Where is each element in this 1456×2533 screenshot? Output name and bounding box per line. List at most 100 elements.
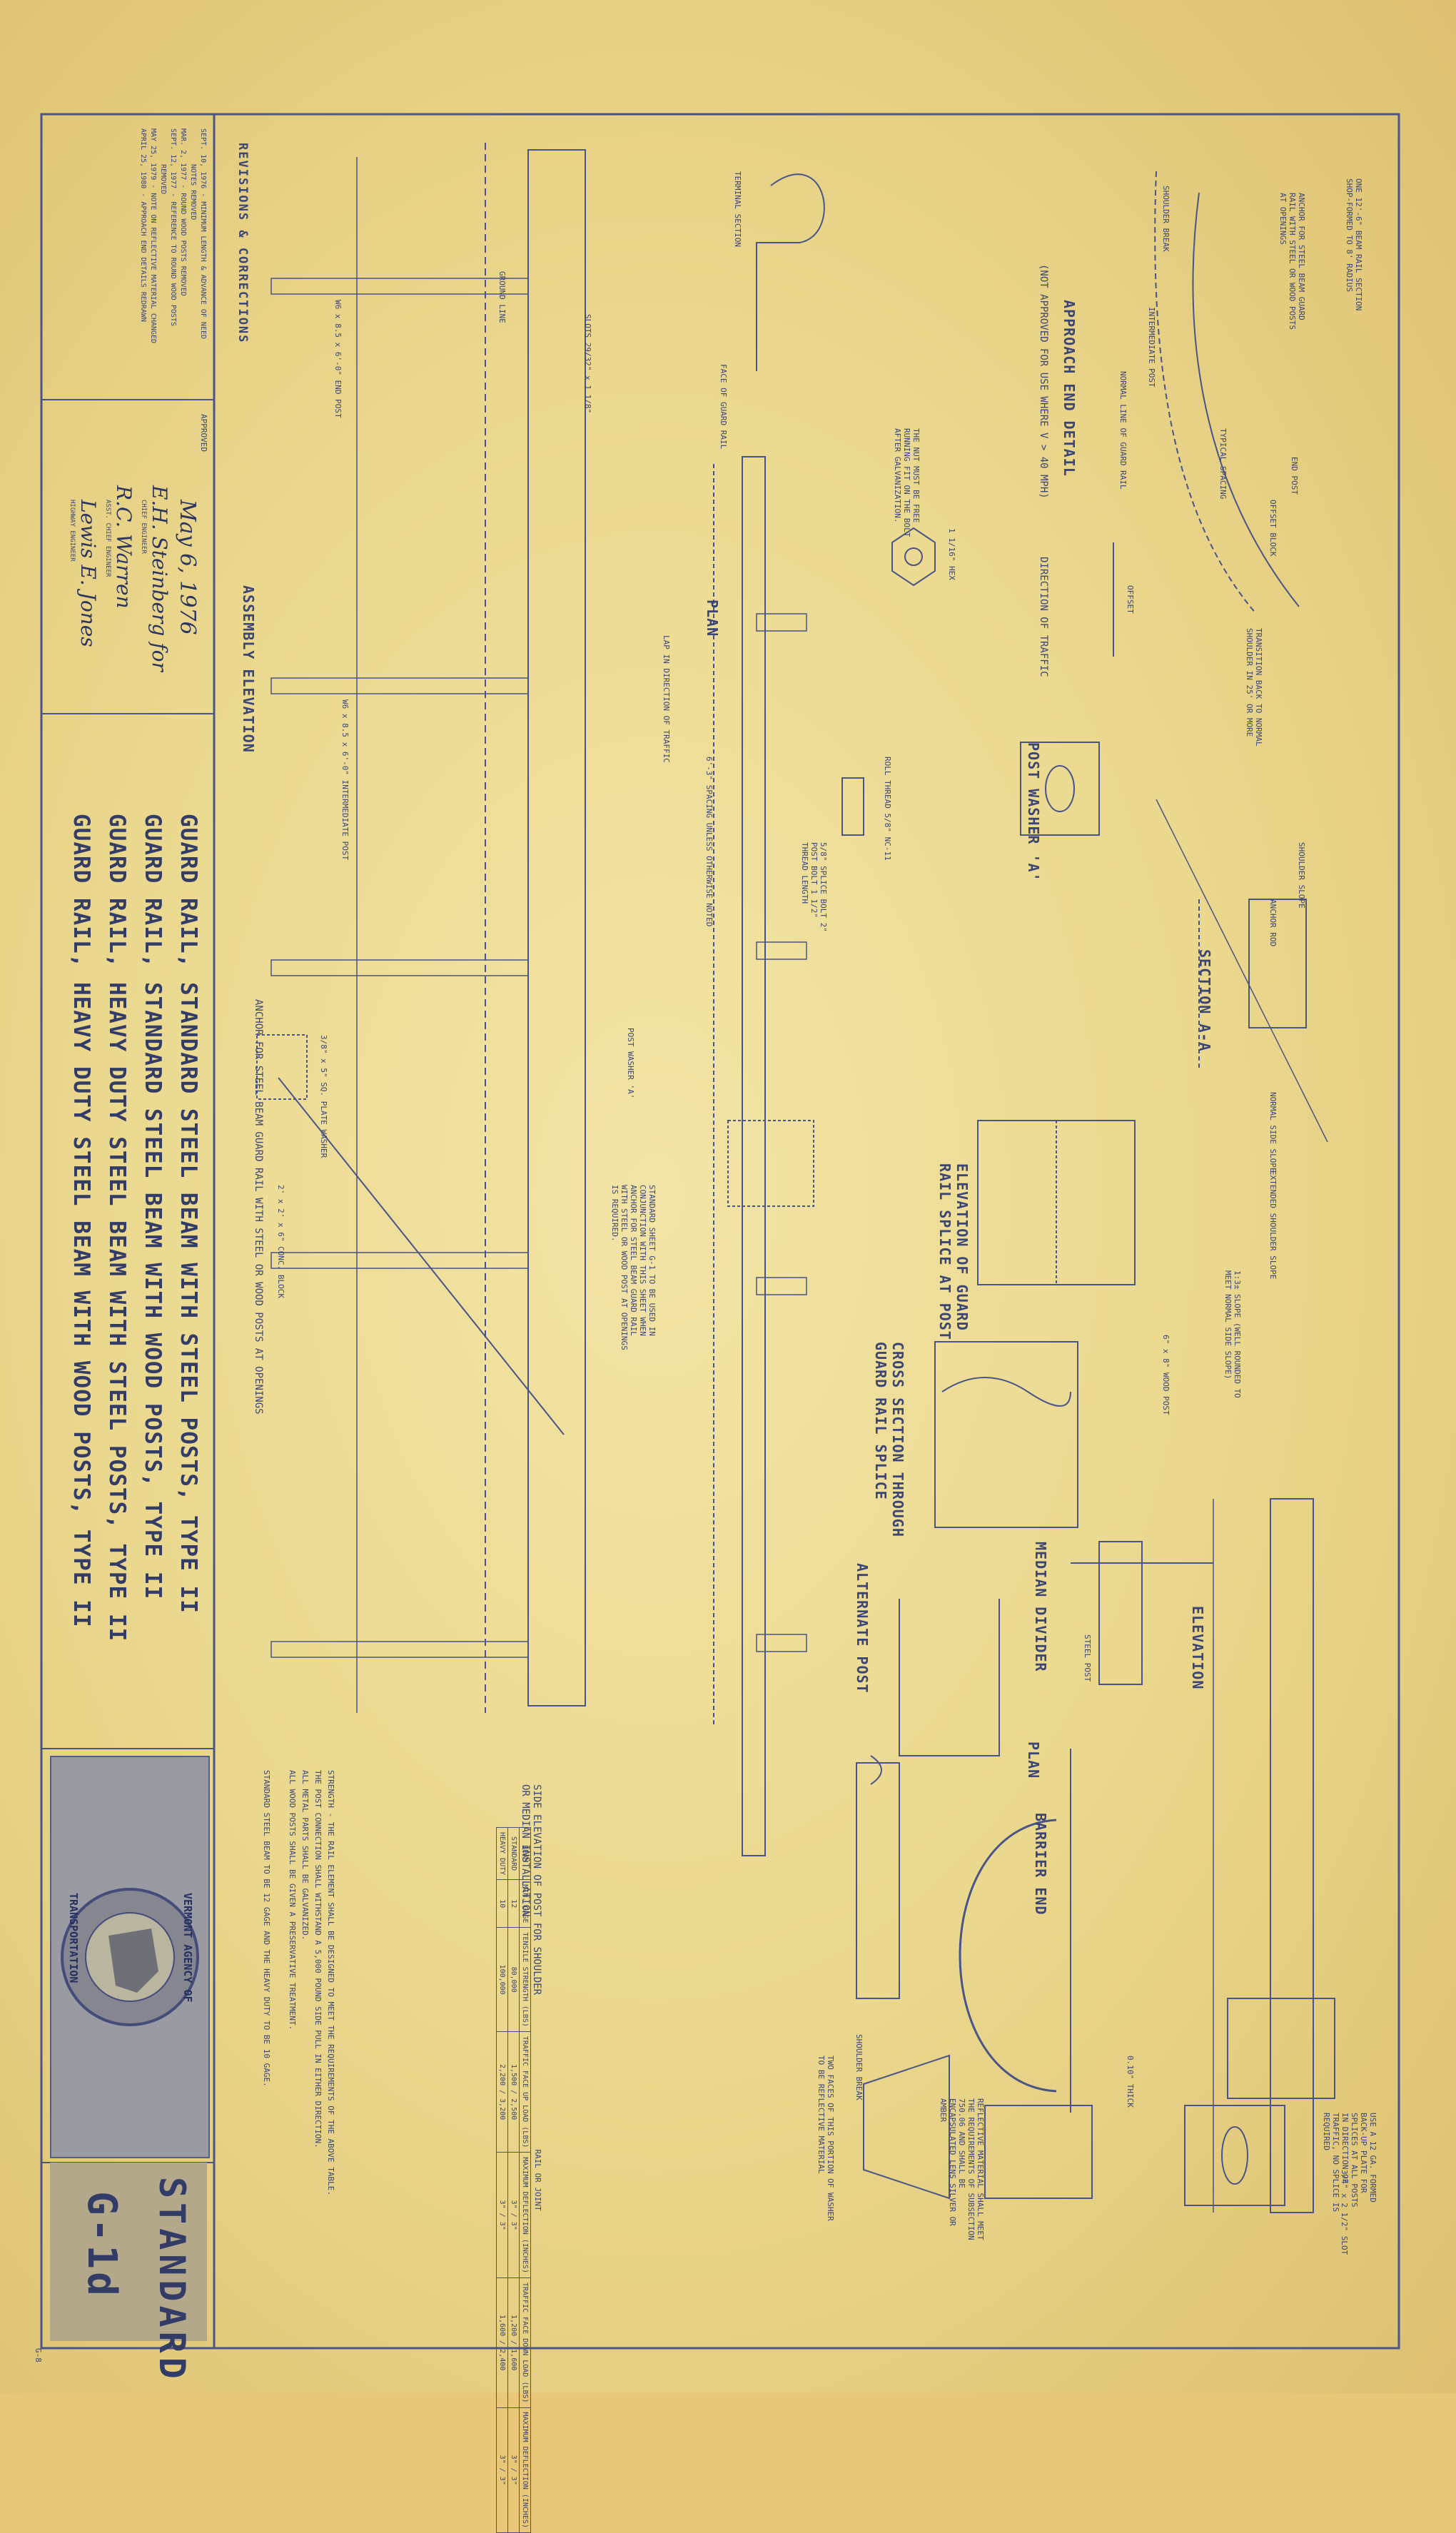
label-spacing: 6'-3" SPACING UNLESS OTHERWISE NOTED [704,757,714,927]
cell: 3" / 3" [496,2152,508,2278]
table-row: STANDARD 12 80,000 1,500 / 2,500 3" / 3"… [507,1827,520,2533]
view-anchor: ANCHOR FOR STEEL BEAM GUARD RAIL WITH ST… [253,999,264,1415]
label-extended-shoulder: EXTENDED SHOULDER SLOPE [1268,1171,1278,1280]
strength-table-grid: BEAM MIN. GAGE TENSILE STRENGTH (LBS) TR… [496,1827,531,2533]
label-roll-thread: ROLL THREAD 5/8" NC-11 [883,757,892,861]
label-face-of-guard-rail: FACE OF GUARD RAIL [719,364,728,450]
label-nut-note: THE NUT MUST BE FREE RUNNING FIT ON THE … [893,428,921,537]
label-post-washer-a: POST WASHER 'A' [626,1028,635,1099]
vermont-agency-seal: VERMONT AGENCY OF TRANSPORTATION [50,1756,210,2158]
cell: STANDARD [507,1827,520,1880]
label-int-post-size: W6 x 8.5 x 6'-0" INTERMEDIATE POST [340,699,350,861]
label-end-post-size: W6 x 8.5 x 6'-0" END POST [333,300,343,418]
revision-line-5: MAY 25, 1979 - NOTE ON REFLECTIVE MATERI… [149,128,157,344]
label-conc-block: 2' x 2' x 6" CONC. BLOCK [276,1185,285,1298]
label-typical-spacing: TYPICAL SPACING [1218,428,1228,500]
view-plan: PLAN [704,600,721,637]
cell: 3" / 3" [496,2407,508,2533]
cell: 1,200 / 1,600 [507,2277,520,2408]
role-asst: ASST. CHIEF ENGINEER [104,500,111,577]
label-splice-bolt: 5/8" SPLICE BOLT 2" POST BOLT 1 1/2" THR… [800,842,828,932]
label-one-beam: ONE 12'-6" BEAM RAIL SECTION SHOP-FORMED… [1345,178,1363,311]
view-median-divider: MEDIAN DIVIDER [1032,1542,1049,1672]
header-face-up-deflection: MAXIMUM DEFLECTION (INCHES) [519,2152,531,2278]
label-shoulder-slope: SHOULDER SLOPE [1297,842,1306,909]
view-alternate-post: ALTERNATE POST [854,1563,871,1694]
label-shoulder-break: SHOULDER BREAK [1161,186,1171,252]
sheet-number: G-8 [34,2348,43,2362]
outer-border [40,113,1400,2350]
label-transition: TRANSITION BACK TO NORMAL SHOULDER IN 25… [1245,628,1263,747]
cell: 1,600 / 2,400 [496,2277,508,2408]
title-line-0: GUARD RAIL, STANDARD STEEL BEAM WITH STE… [176,814,201,1614]
direction-of-traffic: DIRECTION OF TRAFFIC [1038,557,1049,677]
label-lap: LAP IN DIRECTION OF TRAFFIC [662,635,671,763]
cell: 80,000 [507,1927,520,2032]
signature-chief: E.H. Steinberg for [148,485,171,672]
table-row: HEAVY DUTY 10 100,000 2,200 / 3,200 3" /… [496,1827,508,2533]
header-min-gage: MIN. GAGE [519,1879,531,1928]
approval-date: May 6, 1976 [175,500,200,635]
label-terminal-section: TERMINAL SECTION [733,171,742,247]
header-face-up-load: TRAFFIC FACE UP LOAD (LBS) [519,2031,531,2153]
role-chief: CHIEF ENGINEER [140,500,147,554]
header-face-down-deflection: MAXIMUM DEFLECTION (INCHES) [519,2407,531,2533]
table-note-0: STRENGTH - THE RAIL ELEMENT SHALL BE DES… [326,1770,335,2196]
view-approach-end: APPROACH END DETAIL [1061,300,1078,477]
cell: 3" / 3" [507,2152,520,2278]
label-shoulder-break-2: SHOULDER BREAK [854,2034,864,2100]
cell: 100,000 [496,1927,508,2032]
label-slope: 1:3± SLOPE (WELL ROUNDED TO MEET NORMAL … [1223,1270,1242,1398]
revisions-title: REVISIONS & CORRECTIONS [236,143,250,344]
label-offset: OFFSET [1126,585,1135,614]
table-header-row: BEAM MIN. GAGE TENSILE STRENGTH (LBS) TR… [519,1827,531,2533]
view-post-washer: POST WASHER 'A' [1025,742,1042,882]
label-plate-washer: 3/8" x 5" SQ. PLATE WASHER [319,1035,328,1158]
cell: HEAVY DUTY [496,1827,508,1880]
strength-table: RAIL OR JOINT BEAM MIN. GAGE TENSILE STR… [496,1827,542,2533]
label-anchor-note: ANCHOR FOR STEEL BEAM GUARD RAIL WITH ST… [1278,193,1306,330]
seal-text-top: VERMONT AGENCY OF [181,1893,194,2003]
cell: 1,500 / 2,500 [507,2031,520,2153]
view-assembly-elevation: ASSEMBLY ELEVATION [240,585,257,753]
cell: 12 [507,1879,520,1928]
label-slots: SLOTS 29/32" x 1 1/8" [583,314,592,414]
view-elevation: ELEVATION [1189,1606,1206,1690]
cell: 10 [496,1879,508,1928]
seal-text-bottom: TRANSPORTATION [67,1893,80,1983]
revision-line-1: NOTES REMOVED [189,164,197,221]
label-end-post: END POST [1290,457,1299,495]
signature-asst: R.C. Warren [112,485,136,609]
table-note-2: ALL METAL PARTS SHALL BE GALVANIZED. [300,1770,310,1941]
label-normal-side-slope: NORMAL SIDE SLOPE [1268,1092,1278,1173]
header-tensile: TENSILE STRENGTH (LBS) [519,1927,531,2032]
cell: 2,200 / 3,200 [496,2031,508,2153]
view-elev-splice: ELEVATION OF GUARD RAIL SPLICE AT POST [936,1163,971,1340]
label-intermediate-post: INTERMEDIATE POST [1147,307,1156,388]
title-line-2: GUARD RAIL, HEAVY DUTY STEEL BEAM WITH S… [104,814,130,1642]
revision-line-2: MAR. 2, 1977 - ROUND WOOD POSTS REMOVED [179,128,187,296]
label-anchor-rod: ANCHOR ROD [1268,899,1278,947]
drawing-linework [40,113,1400,2350]
label-standard-note: STANDARD SHEET G-1 TO BE USED IN CONJUNC… [610,1185,657,1350]
label-normal-line: NORMAL LINE OF GUARD RAIL [1118,371,1128,490]
standard-number-box [50,2163,207,2341]
label-offset-block: OFFSET BLOCK [1268,500,1278,557]
view-section-aa: SECTION A-A [1196,949,1213,1052]
view-plan-2: PLAN [1025,1741,1042,1779]
view-cross-section: CROSS SECTION THROUGH GUARD RAIL SPLICE [872,1342,906,1537]
revision-line-0: SEPT. 10, 1976 - MINIMUM LENGTH & ADVANC… [199,128,207,340]
approved-label: APPROVED [199,414,208,452]
title-line-3: GUARD RAIL, HEAVY DUTY STEEL BEAM WITH W… [69,814,94,1628]
header-beam: BEAM [519,1827,531,1880]
label-ground-line: GROUND LINE [497,271,507,323]
label-hex: 1 1/16" HEX [947,528,956,580]
signature-highway: Lewis E. Jones [76,500,100,647]
title-line-1: GUARD RAIL, STANDARD STEEL BEAM WITH WOO… [140,814,166,1600]
standard-number: G-1d [79,2191,125,2299]
label-thick: 0.10" THICK [1126,2056,1135,2108]
label-two-faces: TWO FACES OF THIS PORTION OF WASHER TO B… [817,2056,835,2221]
label-reflect-note: REFLECTIVE MATERIAL SHALL MEET THE REQUI… [939,2098,985,2240]
cell: 3" / 3" [507,2407,520,2533]
revision-line-6: APRIL 25, 1980 - APPROACH END DETAILS RE… [139,128,147,322]
